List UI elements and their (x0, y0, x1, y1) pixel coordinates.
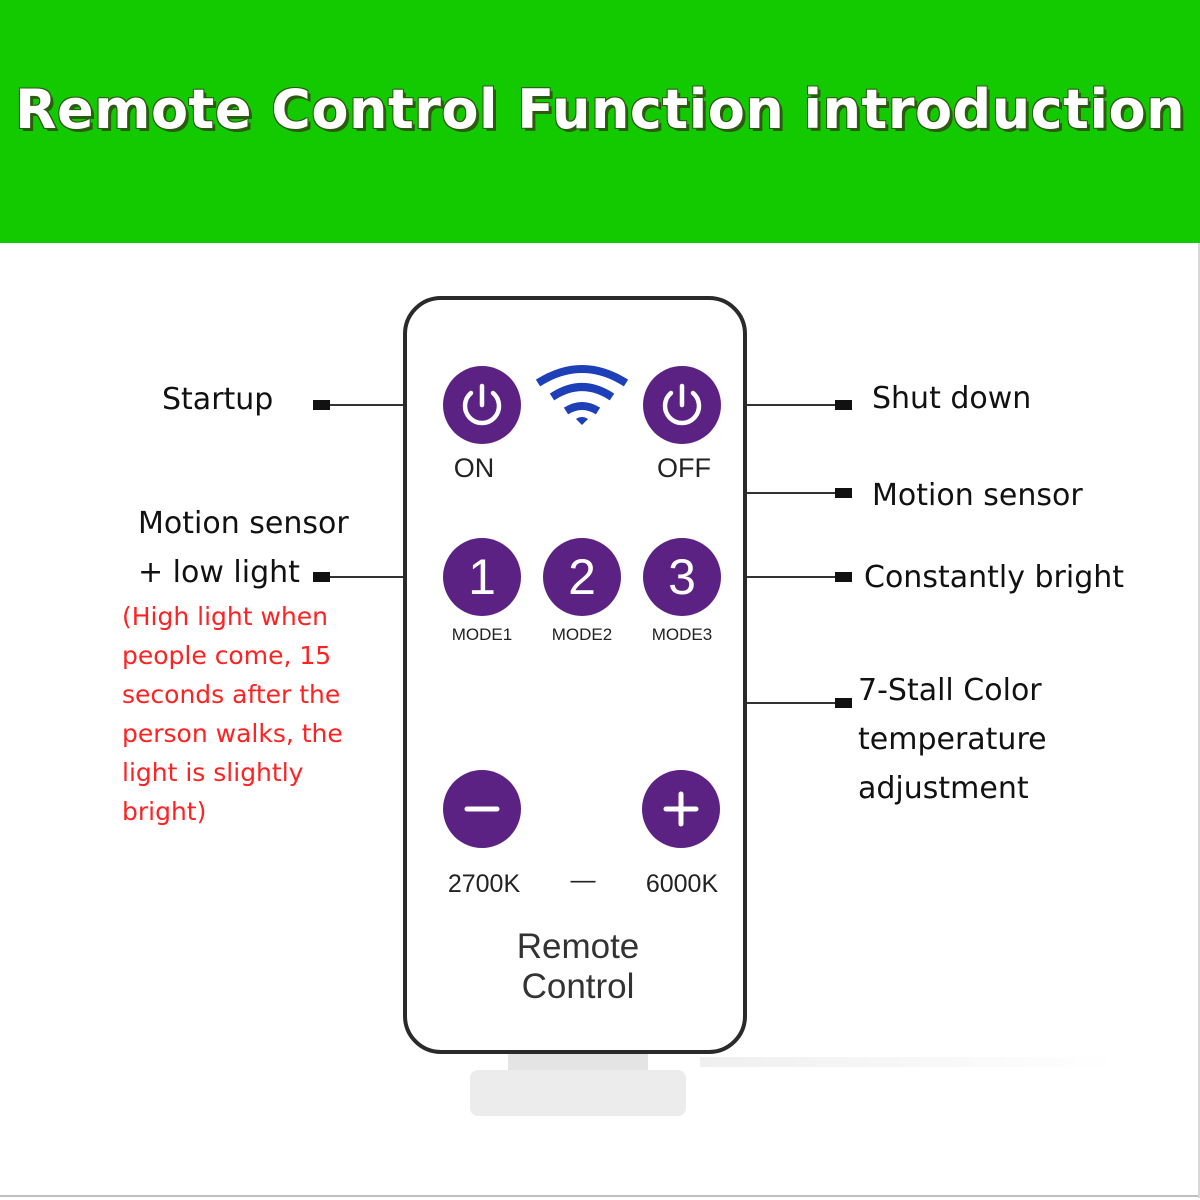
constantly-bright-callout: Constantly bright (864, 560, 1125, 595)
mode1-button[interactable]: 1 (443, 538, 521, 616)
brand-line: Remote (516, 927, 640, 966)
motion-low-light-leader-end (313, 572, 330, 582)
remote-stand-base (470, 1070, 686, 1116)
note-line: (High light when (122, 602, 329, 631)
motion-low-light-callout-line2: + low light (138, 555, 300, 590)
mode1-number: 1 (468, 549, 496, 605)
color-temp-leader-end (835, 698, 852, 708)
off-button[interactable] (643, 366, 721, 444)
motion-low-light-callout-line1: Motion sensor (138, 506, 349, 541)
mode2-number: 2 (568, 549, 596, 605)
mode3-number: 3 (668, 549, 696, 605)
color-temp-callout-line1: 7-Stall Color (858, 673, 1042, 708)
note-line: bright) (122, 797, 207, 826)
mode3-label: MODE3 (651, 625, 713, 644)
plus-icon (663, 791, 699, 827)
frame-bottom-border (0, 1195, 1200, 1197)
wireless-signal-icon (535, 365, 629, 425)
shutdown-callout: Shut down (872, 381, 1032, 416)
note-line: person walks, the (122, 719, 343, 748)
max-color-temp-label: 6000K (645, 870, 719, 898)
note-line: seconds after the (122, 680, 341, 709)
mode2-button[interactable]: 2 (543, 538, 621, 616)
brand-line: Control (521, 967, 635, 1006)
color-temp-plus-button[interactable] (642, 770, 720, 848)
motion-sensor-callout: Motion sensor (872, 478, 1083, 513)
power-icon (462, 383, 502, 426)
motion-sensor-leader-end (835, 488, 852, 498)
motion-low-light-note: (High light when people come, 15 seconds… (122, 597, 392, 831)
color-temp-callout-line2: temperature (858, 722, 1047, 757)
on-button-label: ON (453, 453, 495, 483)
shutdown-leader-end (835, 400, 852, 410)
mode1-label: MODE1 (451, 625, 513, 644)
on-button[interactable] (443, 366, 521, 444)
note-line: people come, 15 (122, 641, 332, 670)
frame-right-border (1198, 243, 1200, 1198)
mode2-label: MODE2 (551, 625, 613, 644)
page-title: Remote Control Function introduction (14, 78, 1186, 141)
off-button-label: OFF (657, 453, 711, 483)
constantly-bright-leader-end (835, 572, 852, 582)
startup-leader-end (313, 400, 330, 410)
remote-brand-text: Remote Control (470, 927, 686, 1007)
minus-icon (464, 806, 500, 812)
power-icon (662, 383, 702, 426)
startup-callout: Startup (162, 382, 274, 417)
header-banner: Remote Control Function introduction (0, 0, 1200, 243)
note-line: light is slightly (122, 758, 304, 787)
range-separator: — (570, 866, 596, 894)
floor-shadow (700, 1057, 1120, 1067)
mode3-button[interactable]: 3 (643, 538, 721, 616)
color-temp-minus-button[interactable] (443, 770, 521, 848)
min-color-temp-label: 2700K (447, 870, 521, 898)
color-temp-callout-line3: adjustment (858, 771, 1029, 806)
